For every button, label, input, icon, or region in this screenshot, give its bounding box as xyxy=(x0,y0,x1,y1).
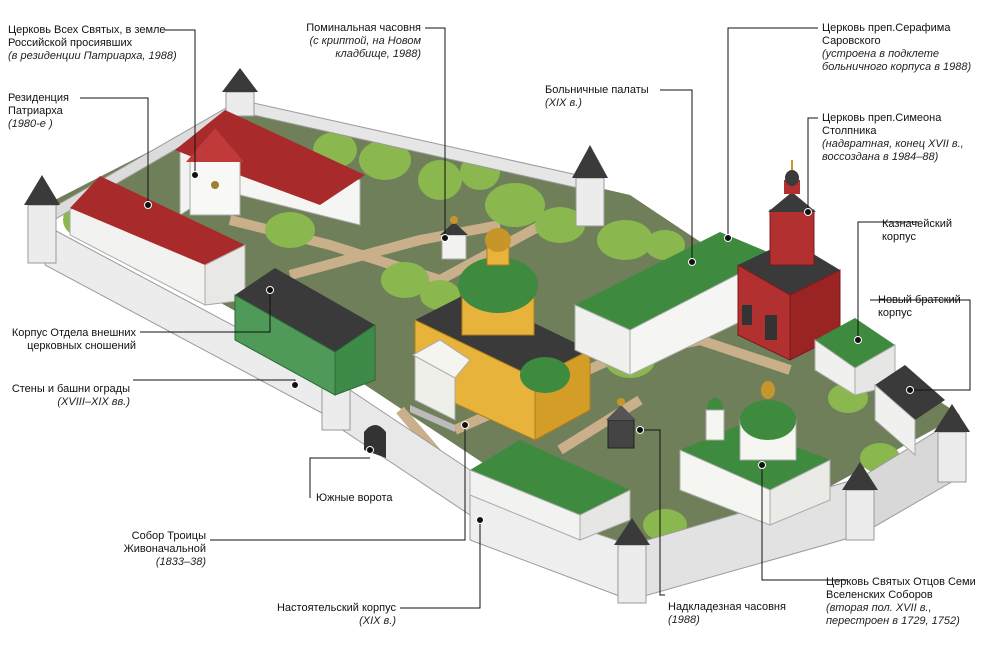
label-treasury-building: Казначейский корпус xyxy=(882,218,992,244)
label-well-chapel: Надкладезная часовня (1988) xyxy=(668,601,818,627)
label-treasury-building-title: Казначейский корпус xyxy=(882,218,952,243)
label-church-simeon: Церковь преп.Симеона Столпника (надвратн… xyxy=(822,112,998,164)
label-church-holy-fathers: Церковь Святых Отцов Семи Вселенских Соб… xyxy=(826,576,996,628)
leader-dots xyxy=(144,171,914,524)
label-church-holy-fathers-title: Церковь Святых Отцов Семи Вселенских Соб… xyxy=(826,576,976,601)
trinity-cathedral-building xyxy=(410,228,591,441)
label-hospital-chambers: Больничные палаты (XIX в.) xyxy=(545,84,665,110)
label-walls-towers-title: Стены и башни ограды xyxy=(11,383,130,395)
label-memorial-chapel-subtitle: (с криптой, на Новом кладбище, 1988) xyxy=(309,35,421,60)
label-church-all-saints-subtitle: (в резиденции Патриарха, 1988) xyxy=(8,50,177,62)
label-hospital-chambers-subtitle: (XIX в.) xyxy=(545,97,582,109)
label-walls-towers: Стены и башни ограды (XVIII–XIX вв.) xyxy=(0,383,130,409)
label-church-simeon-title: Церковь преп.Симеона Столпника xyxy=(822,112,942,137)
leader-lines xyxy=(80,27,971,609)
label-south-gate: Южные ворота xyxy=(316,492,416,505)
label-church-seraphim-subtitle: (устроена в подклете больничного корпуса… xyxy=(822,48,972,73)
label-trinity-cathedral-title: Собор Троицы Живоначальной xyxy=(123,530,206,555)
label-patriarch-residence-subtitle: (1980-е ) xyxy=(8,118,53,130)
label-trinity-cathedral: Собор Троицы Живоначальной (1833–38) xyxy=(100,530,206,569)
label-patriarch-residence: Резиденция Патриарха (1980-е ) xyxy=(8,92,128,131)
label-church-all-saints: Церковь Всех Святых, в земле Российской … xyxy=(8,24,208,63)
label-well-chapel-title: Надкладезная часовня xyxy=(668,601,786,613)
label-dept-external-relations-title: Корпус Отдела внешних церковных сношений xyxy=(11,327,136,352)
label-church-simeon-subtitle: (надвратная, конец XVII в., воссоздана в… xyxy=(822,138,964,163)
abbot-building-shape xyxy=(469,440,631,541)
label-memorial-chapel-title: Поминальная часовня xyxy=(306,22,421,34)
label-trinity-cathedral-subtitle: (1833–38) xyxy=(155,556,206,568)
holy-fathers-church-building xyxy=(679,381,831,526)
label-church-seraphim: Церковь преп.Серафима Саровского (устрое… xyxy=(822,22,998,74)
label-walls-towers-subtitle: (XVIII–XIX вв.) xyxy=(57,396,130,408)
label-south-gate-title: Южные ворота xyxy=(316,492,393,504)
well-chapel-building xyxy=(606,398,636,449)
label-memorial-chapel: Поминальная часовня (с криптой, на Новом… xyxy=(285,22,421,61)
patriarch-residence-building xyxy=(69,110,365,306)
label-abbot-building: Настоятельский корпус (XIX в.) xyxy=(260,602,396,628)
label-well-chapel-subtitle: (1988) xyxy=(668,614,700,626)
simeon-church-building xyxy=(737,160,841,361)
label-patriarch-residence-title: Резиденция Патриарха xyxy=(8,92,69,117)
label-church-holy-fathers-subtitle: (вторая пол. XVII в., перестроен в 1729,… xyxy=(826,602,960,627)
label-new-brethren-building-title: Новый братский корпус xyxy=(878,294,961,319)
label-abbot-building-subtitle: (XIX в.) xyxy=(359,615,396,627)
label-dept-external-relations: Корпус Отдела внешних церковных сношений xyxy=(0,327,136,353)
label-church-all-saints-title: Церковь Всех Святых, в земле Российской … xyxy=(8,24,166,49)
label-hospital-chambers-title: Больничные палаты xyxy=(545,84,649,96)
label-new-brethren-building: Новый братский корпус xyxy=(878,294,994,320)
label-abbot-building-title: Настоятельский корпус xyxy=(276,602,396,614)
label-church-seraphim-title: Церковь преп.Серафима Саровского xyxy=(822,22,951,47)
